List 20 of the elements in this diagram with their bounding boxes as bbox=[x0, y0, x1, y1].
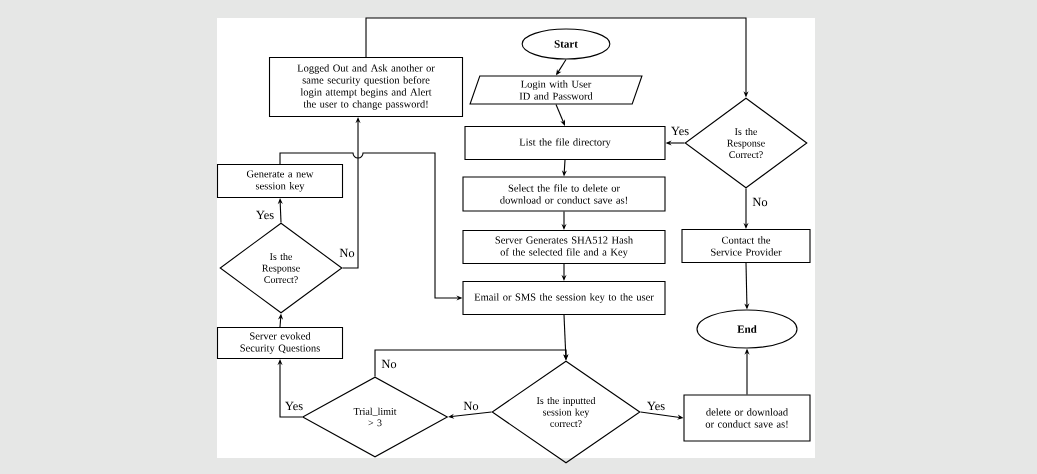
process-box: Server evoked Security Questions bbox=[216, 326, 344, 360]
edge-label: No bbox=[462, 400, 480, 412]
edge-label: Yes bbox=[645, 400, 667, 412]
process-box: Select the file to delete or download or conduct save as! bbox=[462, 176, 666, 212]
process-box: Server Generates SHA512 Hash of the selected file and a Key bbox=[462, 229, 666, 265]
process-box: Logged Out and Ask another or same security question before login attempt begins and Alert the user to change password! bbox=[268, 56, 464, 118]
edge-label: No bbox=[380, 358, 398, 370]
process-box: Email or SMS the session key to the user bbox=[462, 280, 666, 316]
edge-label: Yes bbox=[254, 209, 276, 221]
process-box: List the file directory bbox=[464, 125, 666, 161]
arrow bbox=[277, 198, 283, 223]
process-box: Contact the Service Provider bbox=[681, 228, 811, 264]
arrow bbox=[277, 359, 303, 418]
edge-label: No bbox=[751, 196, 769, 208]
process-box: Generate a new session key bbox=[216, 163, 344, 199]
process-box: delete or download or conduct save as! bbox=[683, 394, 811, 442]
input-parallelogram: Login with User ID and Password bbox=[469, 75, 643, 105]
arrow bbox=[374, 349, 569, 377]
arrow bbox=[448, 411, 492, 419]
arrow bbox=[555, 104, 565, 126]
